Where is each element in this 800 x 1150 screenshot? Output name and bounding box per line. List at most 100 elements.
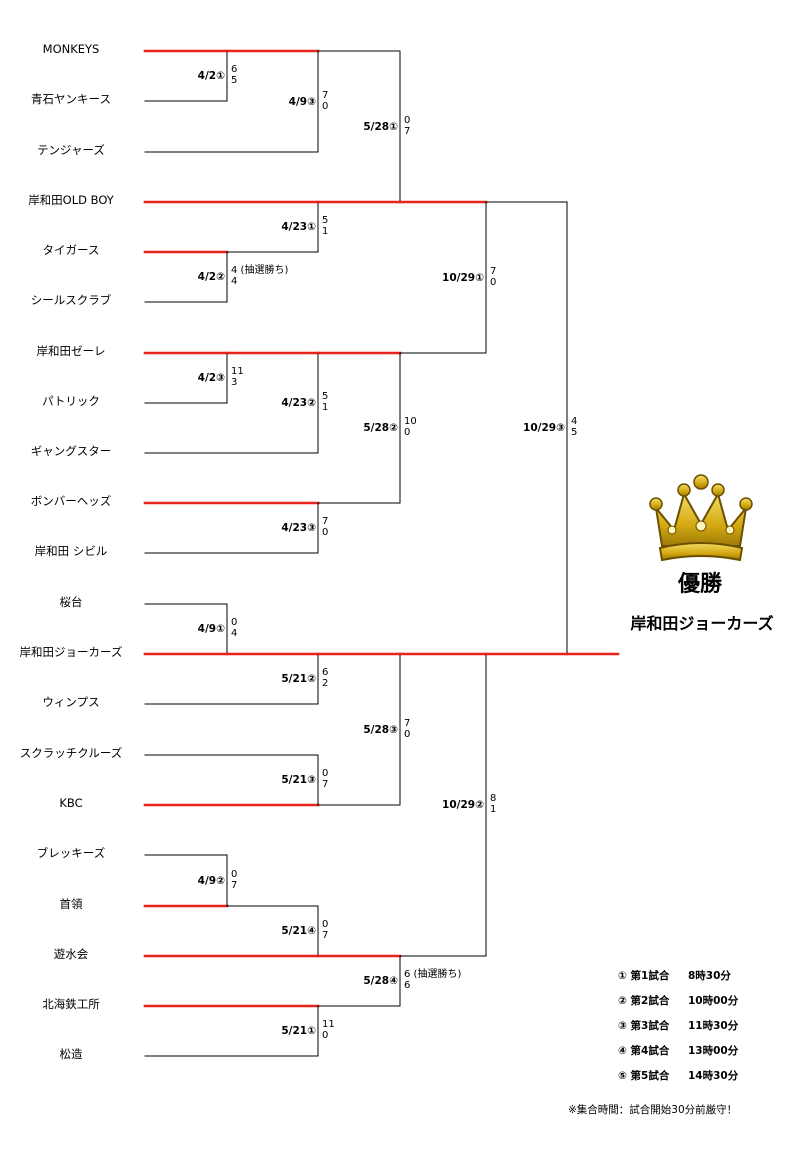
team-name: シールスクラブ	[30, 293, 112, 307]
match-score-bottom: 0	[322, 1030, 329, 1041]
match-date: 4/2③	[197, 372, 225, 384]
match-score-top: 0	[322, 768, 329, 779]
match-score-bottom: 4	[231, 276, 238, 287]
legend-match-number: ③ 第3試合	[618, 1020, 670, 1032]
match-date: 5/21②	[281, 673, 316, 685]
victory-title: 優勝	[677, 572, 722, 597]
match-date: 4/9②	[197, 874, 225, 887]
match-score-top: 4 (抽選勝ち)	[231, 265, 289, 276]
match-score-bottom: 7	[322, 930, 329, 941]
legend-row: ④ 第4試合 13時00分	[618, 1043, 738, 1058]
match-date: 5/28③	[363, 723, 398, 736]
match-score-top: 0	[231, 868, 238, 880]
legend-start-time: 8時30分	[688, 970, 731, 982]
match-date: 10/29③	[523, 422, 565, 434]
match-date: 5/28②	[363, 422, 398, 434]
match-score-top: 6	[322, 667, 329, 678]
crown-icon	[649, 474, 753, 562]
match-score-bottom: 0	[404, 427, 411, 438]
match-score-top: 7	[322, 516, 329, 527]
match-score-bottom: 1	[322, 226, 329, 237]
legend-start-time: 11時30分	[688, 1020, 739, 1032]
match-score-bottom: 4	[231, 628, 238, 639]
match-score-top: 11	[322, 1019, 335, 1030]
assembly-note: ※集合時間：試合開始30分前厳守！	[568, 1104, 738, 1116]
match-date: 4/23②	[281, 397, 316, 409]
match-score-top: 6	[231, 64, 238, 75]
team-name: 岸和田ジョーカーズ	[19, 645, 123, 659]
team-name: ギャングスター	[30, 444, 112, 458]
match-score-top: 7	[490, 265, 497, 277]
match-score-top: 5	[322, 391, 329, 402]
match-date: 4/23①	[281, 221, 316, 233]
match-date: 4/2①	[197, 70, 225, 82]
legend-match-number: ④ 第4試合	[618, 1045, 670, 1057]
match-date: 5/21③	[281, 774, 316, 786]
match-score-bottom: 2	[322, 678, 329, 689]
team-name: 桜台	[59, 595, 83, 609]
team-name: スクラッチクルーズ	[19, 746, 123, 760]
match-score-bottom: 3	[231, 377, 238, 388]
match-date: 4/9③	[288, 95, 316, 108]
legend-match-number: ② 第2試合	[618, 995, 670, 1007]
match-score-top: 5	[322, 215, 329, 226]
match-score-top: 7	[322, 89, 329, 101]
team-name: ウィンプス	[42, 695, 100, 709]
match-score-bottom: 6	[404, 980, 411, 991]
champion-name: 岸和田ジョーカーズ	[630, 614, 774, 633]
match-score-top: 10	[404, 416, 417, 427]
team-name: 松造	[59, 1047, 83, 1061]
match-date: 4/9①	[197, 623, 225, 635]
match-score-top: 4	[571, 416, 578, 427]
team-name: テンジャーズ	[37, 143, 105, 157]
match-score-top: 0	[322, 919, 329, 930]
team-name: 岸和田OLD BOY	[28, 193, 114, 207]
team-name: 岸和田 シビル	[34, 544, 108, 558]
legend-row: ① 第1試合 8時30分	[618, 968, 731, 983]
match-date: 4/23③	[281, 522, 316, 534]
legend-match-number: ① 第1試合	[618, 970, 670, 982]
match-score-top: 0	[404, 114, 411, 126]
match-score-top: 0	[231, 617, 238, 628]
match-score-bottom: 0	[322, 527, 329, 538]
match-score-bottom: 7	[404, 125, 411, 137]
legend-start-time: 10時00分	[688, 995, 739, 1007]
team-name: 北海鉄工所	[42, 997, 100, 1011]
match-score-bottom: 5	[231, 75, 238, 86]
team-name: ブレッキーズ	[36, 846, 106, 860]
match-date: 5/21④	[281, 925, 316, 937]
match-score-top: 11	[231, 366, 244, 377]
team-name: 首領	[59, 897, 83, 911]
legend-row: ⑤ 第5試合 14時30分	[618, 1068, 738, 1083]
legend-start-time: 14時30分	[688, 1070, 739, 1082]
match-score-bottom: 0	[322, 100, 329, 112]
match-date: 10/29②	[442, 799, 484, 811]
match-score-bottom: 5	[571, 427, 578, 438]
match-score-bottom: 7	[231, 879, 238, 891]
match-score-top: 6 (抽選勝ち)	[404, 969, 462, 980]
team-name: 岸和田ゼーレ	[36, 344, 106, 358]
match-date: 5/28①	[363, 120, 398, 133]
team-name: タイガース	[42, 243, 100, 257]
match-score-bottom: 0	[404, 728, 411, 740]
match-score-bottom: 7	[322, 779, 329, 790]
legend-row: ② 第2試合 10時00分	[618, 993, 738, 1008]
match-score-top: 8	[490, 793, 497, 804]
team-name: パトリック	[42, 394, 100, 408]
legend-match-number: ⑤ 第5試合	[618, 1070, 670, 1082]
match-date: 4/2②	[197, 271, 225, 283]
team-name: 青石ヤンキース	[31, 92, 111, 106]
match-date: 5/28④	[363, 975, 398, 987]
legend-row: ③ 第3試合 11時30分	[618, 1018, 738, 1033]
team-name: ボンバーヘッズ	[30, 494, 112, 508]
legend-start-time: 13時00分	[688, 1045, 739, 1057]
team-name: MONKEYS	[42, 42, 100, 56]
team-name: KBC	[59, 796, 83, 810]
match-score-bottom: 1	[490, 804, 497, 815]
match-score-bottom: 1	[322, 402, 329, 413]
match-score-top: 7	[404, 717, 411, 729]
match-date: 10/29①	[442, 271, 484, 284]
match-date: 5/21①	[281, 1025, 316, 1037]
team-name: 遊水会	[53, 947, 89, 961]
